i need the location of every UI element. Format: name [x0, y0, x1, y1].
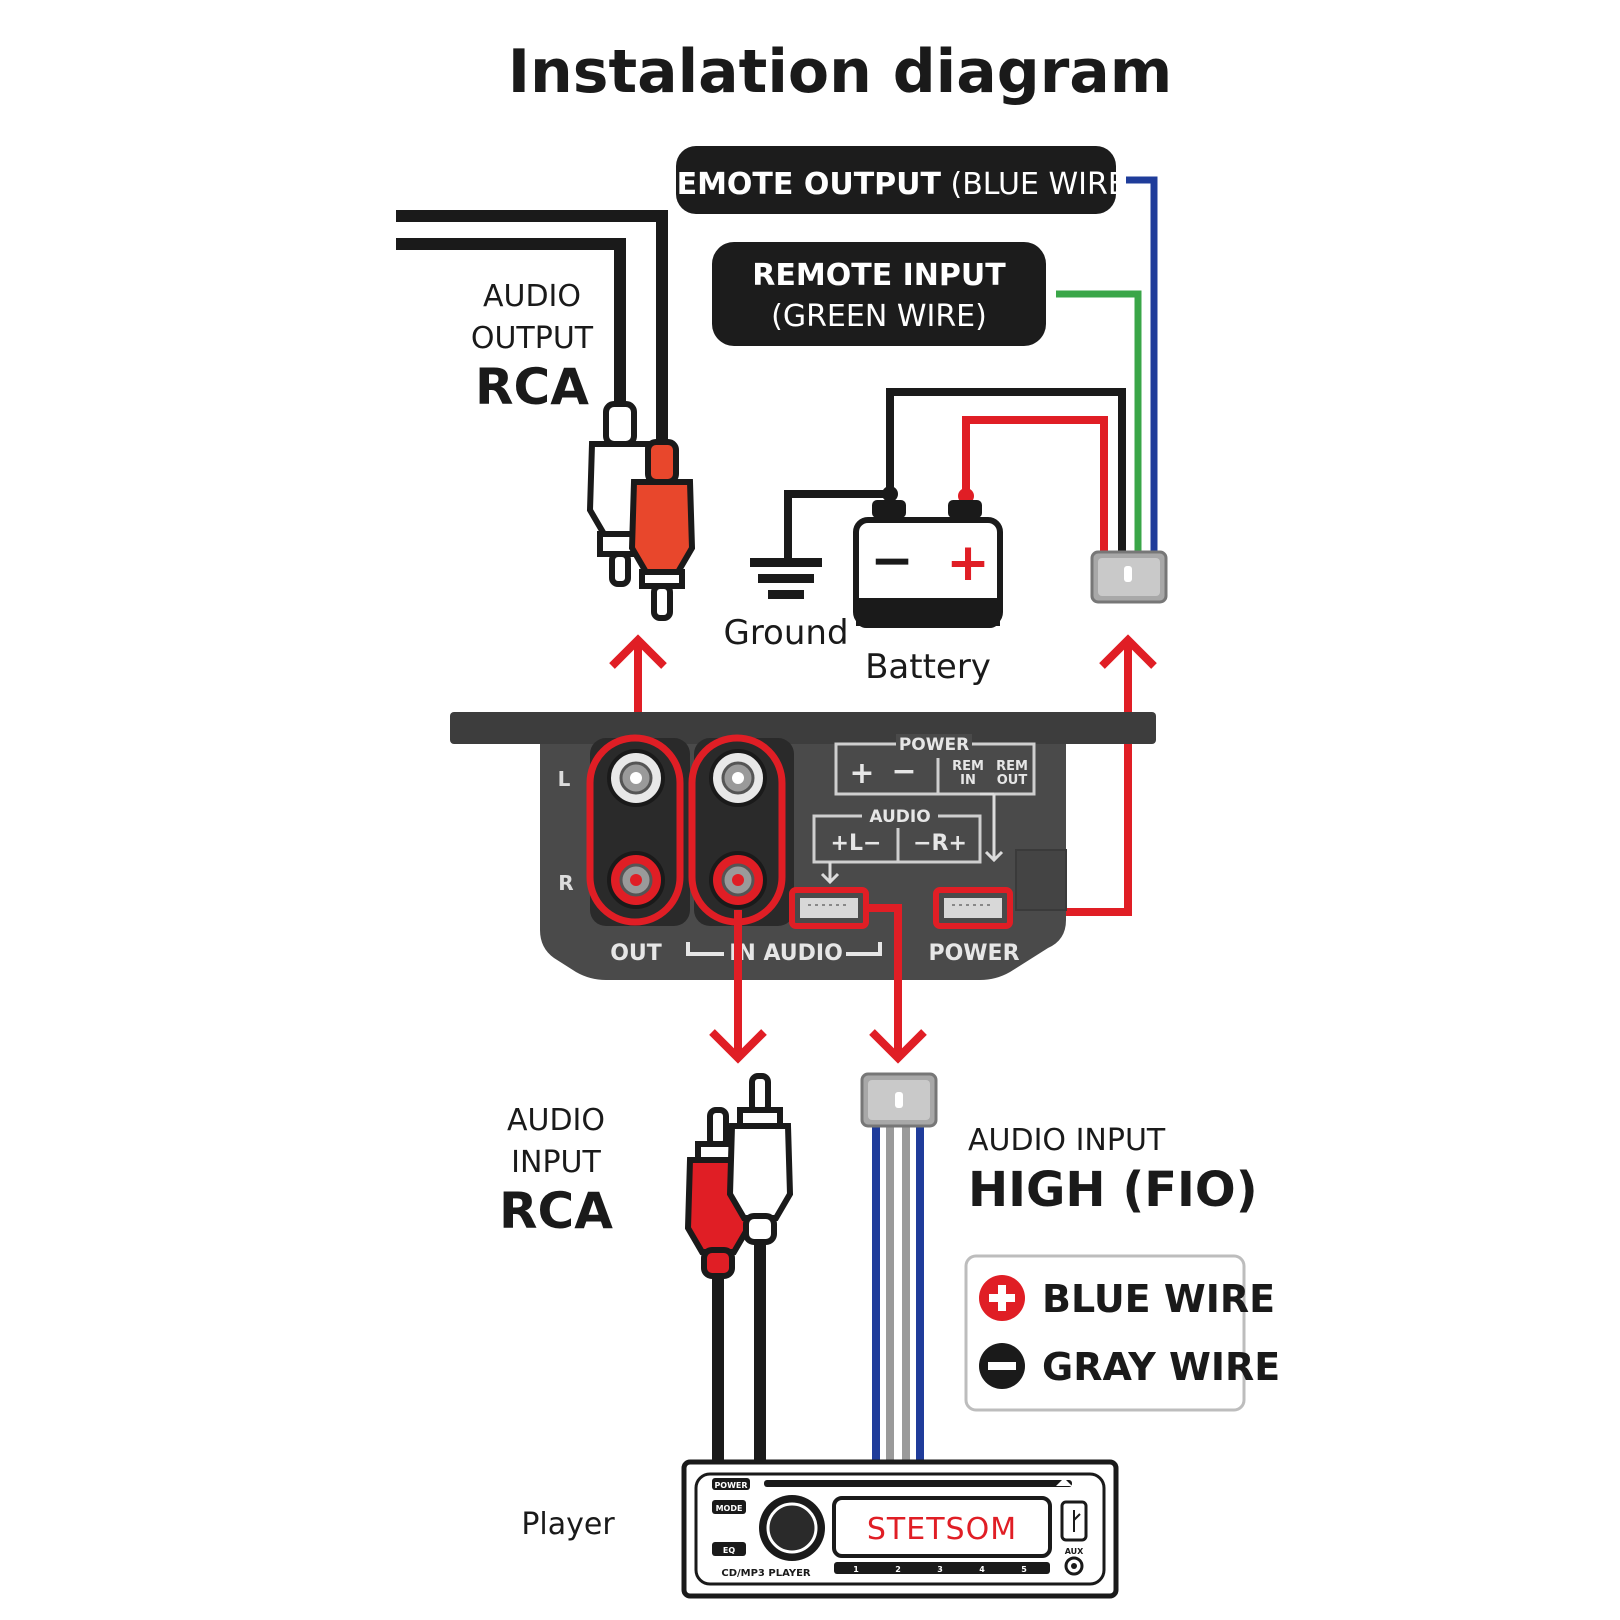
out-jacks-highlight — [586, 734, 684, 926]
power-label: POWER — [928, 941, 1019, 966]
rca-output-cable-red — [396, 210, 668, 448]
in-left-jack — [709, 749, 767, 807]
battery-label: Battery — [865, 647, 991, 687]
green-remote-wire — [1056, 290, 1142, 556]
audio-right-label: −R+ — [913, 831, 967, 856]
player-preset-1: 1 — [853, 1565, 859, 1574]
rca-plug-red-icon — [628, 439, 696, 621]
audio-output-line2: OUTPUT — [471, 321, 594, 356]
audio-left-label: +L− — [831, 831, 882, 856]
rem-out-line1: REM — [996, 759, 1028, 774]
high-input-connector-icon — [860, 1072, 938, 1128]
rem-in-line2: IN — [960, 773, 976, 788]
player-aux-label: AUX — [1065, 1547, 1084, 1556]
out-left-jack — [607, 749, 665, 807]
converter-device: L R — [450, 712, 1156, 980]
power-connector-icon — [1090, 550, 1168, 604]
black-ground-wire — [886, 388, 1126, 556]
audio-input-high-line2: HIGH (FIO) — [968, 1162, 1258, 1218]
player-brand-display: STETSOM — [867, 1512, 1017, 1547]
audio-input-line3: RCA — [499, 1182, 613, 1240]
arrow-to-high-input — [866, 904, 927, 1064]
remote-output-label: REMOTE OUTPUT (BLUE WIRE) — [653, 146, 1139, 214]
car-stereo-player: POWER MODE EQ CD/MP3 PLAYER STETSOM 1 2 … — [681, 1459, 1119, 1599]
channel-l-label: L — [558, 767, 571, 791]
remote-output-bold: REMOTE OUTPUT — [653, 167, 941, 202]
svg-text:REMOTE OUTPUT (BLUE WIRE): REMOTE OUTPUT (BLUE WIRE) — [653, 167, 1138, 202]
power-plus-label: + — [849, 756, 874, 791]
high-input-wires — [872, 1120, 924, 1462]
legend-gray-wire: GRAY WIRE — [1042, 1345, 1280, 1389]
out-right-jack — [607, 851, 665, 909]
audio-input-high-line1: AUDIO INPUT — [968, 1123, 1166, 1158]
rca-output-cable-white — [396, 238, 626, 410]
audio-panel-title: AUDIO — [869, 807, 930, 827]
in-audio-label: IN AUDIO — [729, 941, 843, 966]
in-right-jack — [709, 851, 767, 909]
ground-link-wire — [784, 490, 890, 560]
power-panel-title: POWER — [899, 735, 969, 755]
plus-circle-icon — [979, 1275, 1025, 1321]
legend-blue-wire: BLUE WIRE — [1042, 1277, 1275, 1321]
rem-in-line1: REM — [952, 759, 984, 774]
arrow-to-audio-input-rca — [709, 910, 767, 1064]
remote-input-line1: REMOTE INPUT — [752, 258, 1006, 293]
player-preset-2: 2 — [895, 1565, 901, 1574]
audio-output-line3: RCA — [475, 358, 589, 416]
remote-input-line2: (GREEN WIRE) — [771, 299, 987, 334]
minus-circle-icon — [979, 1343, 1025, 1389]
out-label: OUT — [610, 941, 662, 966]
rca-input-plug-white-icon — [726, 1073, 794, 1245]
usb-icon — [1060, 1500, 1088, 1542]
battery-minus-icon: − — [870, 531, 914, 591]
ground-icon — [750, 558, 822, 599]
diagram-title: Instalation diagram — [508, 37, 1173, 107]
player-label: Player — [521, 1507, 615, 1542]
remote-output-rest: (BLUE WIRE) — [941, 167, 1139, 202]
blue-remote-wire — [1126, 176, 1158, 556]
power-panel: POWER + − REM IN REM OUT — [834, 734, 1036, 796]
audio-input-line1: AUDIO — [507, 1103, 605, 1138]
rem-out-line2: OUT — [997, 773, 1028, 788]
player-preset-4: 4 — [979, 1565, 985, 1574]
player-model-label: CD/MP3 PLAYER — [721, 1568, 811, 1579]
audio-input-line2: INPUT — [511, 1145, 601, 1180]
audio-output-line1: AUDIO — [483, 279, 581, 314]
channel-r-label: R — [558, 871, 573, 895]
red-power-wire — [962, 416, 1108, 556]
player-power-button: POWER — [714, 1481, 747, 1490]
ground-label: Ground — [723, 613, 848, 653]
battery-plus-icon: + — [946, 533, 990, 593]
battery-icon: − + — [853, 500, 1003, 628]
power-minus-label: − — [891, 754, 916, 789]
player-eq-button: EQ — [723, 1546, 735, 1555]
remote-input-label: REMOTE INPUT (GREEN WIRE) — [712, 242, 1046, 346]
player-preset-3: 3 — [937, 1565, 943, 1574]
player-preset-5: 5 — [1021, 1565, 1027, 1574]
audio-panel: AUDIO +L− −R+ — [812, 806, 982, 864]
power-port-icon — [933, 887, 1013, 929]
player-mode-button: MODE — [716, 1504, 743, 1513]
wire-legend: BLUE WIRE GRAY WIRE — [964, 1254, 1280, 1412]
